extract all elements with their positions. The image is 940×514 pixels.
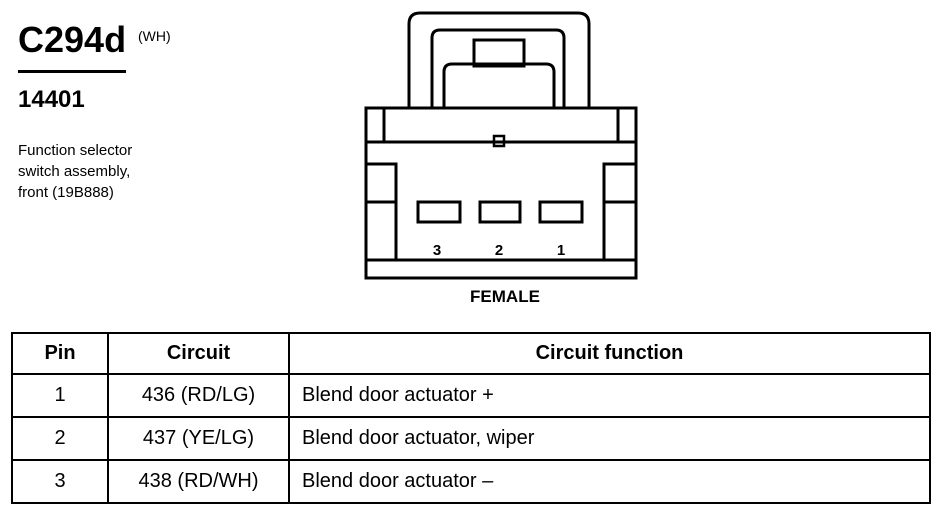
connector-gender-label: FEMALE <box>470 287 540 306</box>
pin-label-3: 3 <box>433 242 441 259</box>
connector-id-underline <box>18 70 126 73</box>
side-key-right <box>602 162 636 260</box>
pin-label-2: 2 <box>495 242 503 259</box>
color-code: (WH) <box>138 28 171 44</box>
header-pin: Pin <box>11 332 109 375</box>
side-key-left <box>366 162 398 260</box>
table-row: 2 437 (YE/LG) Blend door actuator, wiper <box>11 416 931 461</box>
cell-function: Blend door actuator, wiper <box>288 416 931 461</box>
header-circuit-function: Circuit function <box>288 332 931 375</box>
cavity-2 <box>478 200 522 224</box>
table-header-row: Pin Circuit Circuit function <box>11 332 931 375</box>
latch-window <box>472 38 526 68</box>
cell-circuit: 436 (RD/LG) <box>107 373 290 418</box>
component-description: Function selector switch assembly, front… <box>18 142 133 201</box>
cell-pin: 1 <box>11 373 109 418</box>
cell-circuit: 437 (YE/LG) <box>107 416 290 461</box>
table-row: 3 438 (RD/WH) Blend door actuator – <box>11 459 931 504</box>
cavity-1 <box>538 200 584 224</box>
table-row: 1 436 (RD/LG) Blend door actuator + <box>11 373 931 418</box>
cavity-3 <box>416 200 462 224</box>
connector-body <box>364 106 638 280</box>
header-circuit: Circuit <box>107 332 290 375</box>
part-number: 14401 <box>18 86 85 113</box>
cell-pin: 3 <box>11 459 109 504</box>
latch-outer <box>407 11 591 108</box>
cell-circuit: 438 (RD/WH) <box>107 459 290 504</box>
latch-inner-2 <box>442 62 556 108</box>
pin-label-1: 1 <box>557 242 565 259</box>
latch-inner <box>430 28 566 108</box>
pin-table: Pin Circuit Circuit function 1 436 (RD/L… <box>11 332 931 504</box>
cell-pin: 2 <box>11 416 109 461</box>
cell-function: Blend door actuator + <box>288 373 931 418</box>
keyway-marker <box>492 134 506 148</box>
cell-function: Blend door actuator – <box>288 459 931 504</box>
connector-face-diagram: 3 2 1 <box>364 11 638 280</box>
connector-id: C294d <box>18 19 127 60</box>
